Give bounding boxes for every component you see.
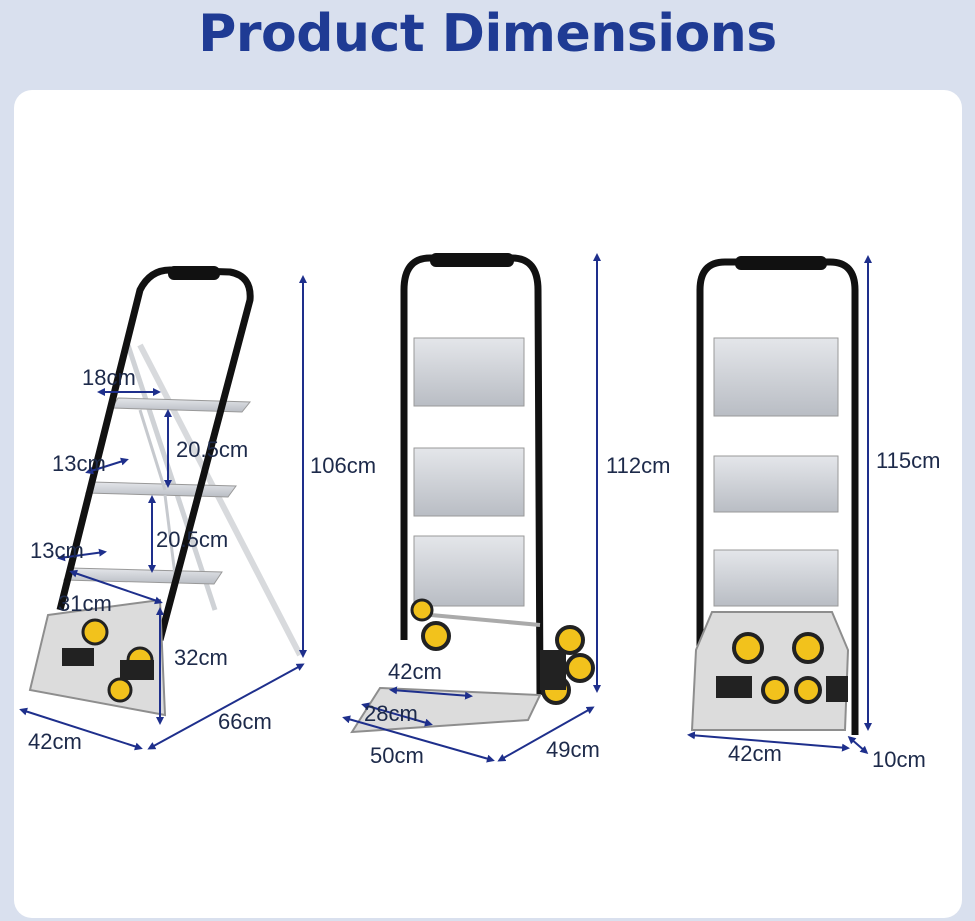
- folded-arrows: [687, 255, 872, 754]
- ladder-figure: [28, 266, 303, 717]
- trolley-arrows: [342, 253, 601, 763]
- folded-thickness-label: 10cm: [872, 747, 926, 772]
- folded-width-label: 42cm: [728, 741, 782, 766]
- trolley-depth-label: 49cm: [546, 737, 600, 762]
- ladder-arrows: [19, 275, 307, 751]
- folded-figure: [690, 256, 859, 735]
- trolley-plate-width-label: 42cm: [388, 659, 442, 684]
- ladder-step-offset-bottom-label: 13cm: [30, 538, 84, 563]
- ladder-width-label: 42cm: [28, 729, 82, 754]
- ladder-height-label: 106cm: [310, 453, 377, 478]
- ladder-plate-width-label: 31cm: [58, 591, 112, 616]
- ladder-step-gap-top-label: 20.5cm: [176, 437, 249, 462]
- page-title: Product Dimensions: [198, 4, 777, 64]
- trolley-width-label: 50cm: [370, 743, 424, 768]
- trolley-plate-depth-label: 28cm: [364, 701, 418, 726]
- ladder-plate-height-label: 32cm: [174, 645, 228, 670]
- ladder-depth-label: 66cm: [218, 709, 272, 734]
- folded-height-label: 115cm: [876, 448, 941, 473]
- ladder-step-depth-label: 18cm: [82, 365, 136, 390]
- ladder-step-gap-bottom-label: 20.5cm: [156, 527, 229, 552]
- ladder-step-offset-top-label: 13cm: [52, 451, 106, 476]
- trolley-height-label: 112cm: [606, 453, 671, 478]
